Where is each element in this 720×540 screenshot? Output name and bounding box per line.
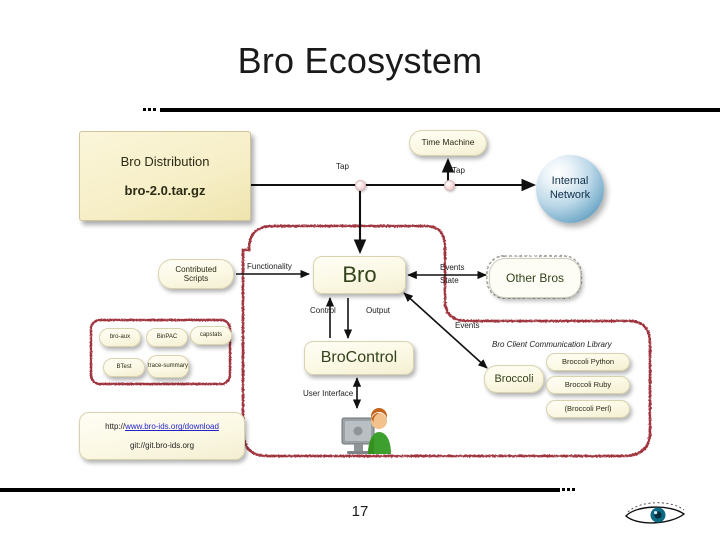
tool-node-bro-aux[interactable]: bro-aux bbox=[99, 328, 141, 347]
internal-network-label-1: Internal bbox=[551, 175, 589, 188]
functionality-label: Functionality bbox=[247, 262, 292, 271]
page-number: 17 bbox=[351, 503, 369, 520]
bro-distribution-box[interactable]: Bro Distribution bro-2.0.tar.gz bbox=[79, 131, 251, 221]
contributed-scripts-node[interactable]: Contributed Scripts bbox=[158, 259, 234, 289]
tap-node-right[interactable] bbox=[444, 180, 455, 191]
internal-network-label-2: Network bbox=[549, 189, 591, 201]
events-broccoli-label: Events bbox=[455, 321, 480, 330]
time-machine-node[interactable]: Time Machine bbox=[409, 130, 487, 156]
git-url-text: git://git.bro-ids.org bbox=[129, 440, 195, 450]
nsm-eye-logo bbox=[625, 502, 686, 524]
bottom-rule bbox=[0, 488, 560, 492]
tap-left-label: Tap bbox=[336, 162, 349, 171]
broccoli-perl-node[interactable]: (Broccoli Perl) bbox=[546, 400, 630, 418]
tool-node-trace-summary[interactable]: trace-summary bbox=[147, 355, 189, 378]
top-rule-dots bbox=[143, 108, 159, 112]
broccoli-group-caption: Bro Client Communication Library bbox=[492, 340, 612, 349]
brocontrol-node[interactable]: BroControl bbox=[304, 341, 414, 375]
other-bros-node[interactable]: Other Bros bbox=[489, 258, 581, 298]
tool-node-btest[interactable]: BTest bbox=[103, 358, 145, 377]
http-link-row[interactable]: http://www.bro-ids.org/download bbox=[105, 422, 219, 431]
bro-node[interactable]: Bro bbox=[313, 256, 406, 294]
other-bros-cloud-outline bbox=[486, 255, 582, 299]
output-label: Output bbox=[366, 306, 391, 315]
contributed-scripts-label-2: Scripts bbox=[183, 274, 209, 283]
bottom-rule-dots bbox=[562, 488, 578, 492]
download-links-box[interactable]: http://www.bro-ids.org/download git://gi… bbox=[79, 412, 245, 460]
tool-node-capstats[interactable]: capstats bbox=[190, 326, 232, 345]
contributed-scripts-label-1: Contributed bbox=[175, 264, 217, 274]
internal-network-node[interactable]: Internal Network bbox=[536, 155, 604, 223]
top-rule bbox=[160, 108, 720, 112]
broccoli-node[interactable]: Broccoli bbox=[484, 365, 544, 393]
tool-node-binpac[interactable]: BinPAC bbox=[146, 328, 188, 347]
bro-distribution-tarball: bro-2.0.tar.gz bbox=[124, 183, 206, 198]
control-label: Control bbox=[310, 306, 336, 315]
events-top-label: Events bbox=[440, 263, 465, 272]
broccoli-python-node[interactable]: Broccoli Python bbox=[546, 353, 630, 371]
tap-node-left[interactable] bbox=[355, 180, 366, 191]
download-url-link[interactable]: www.bro-ids.org/download bbox=[125, 422, 219, 432]
bro-distribution-title: Bro Distribution bbox=[120, 154, 210, 169]
broccoli-ruby-node[interactable]: Broccoli Ruby bbox=[546, 376, 630, 394]
user-at-computer-icon bbox=[341, 408, 391, 454]
user-interface-label: User Interface bbox=[303, 389, 354, 398]
http-scheme-text: http:// bbox=[105, 422, 126, 432]
state-label: State bbox=[440, 276, 459, 285]
page-title: Bro Ecosystem bbox=[237, 40, 483, 81]
tap-right-label: Tap bbox=[452, 166, 465, 175]
